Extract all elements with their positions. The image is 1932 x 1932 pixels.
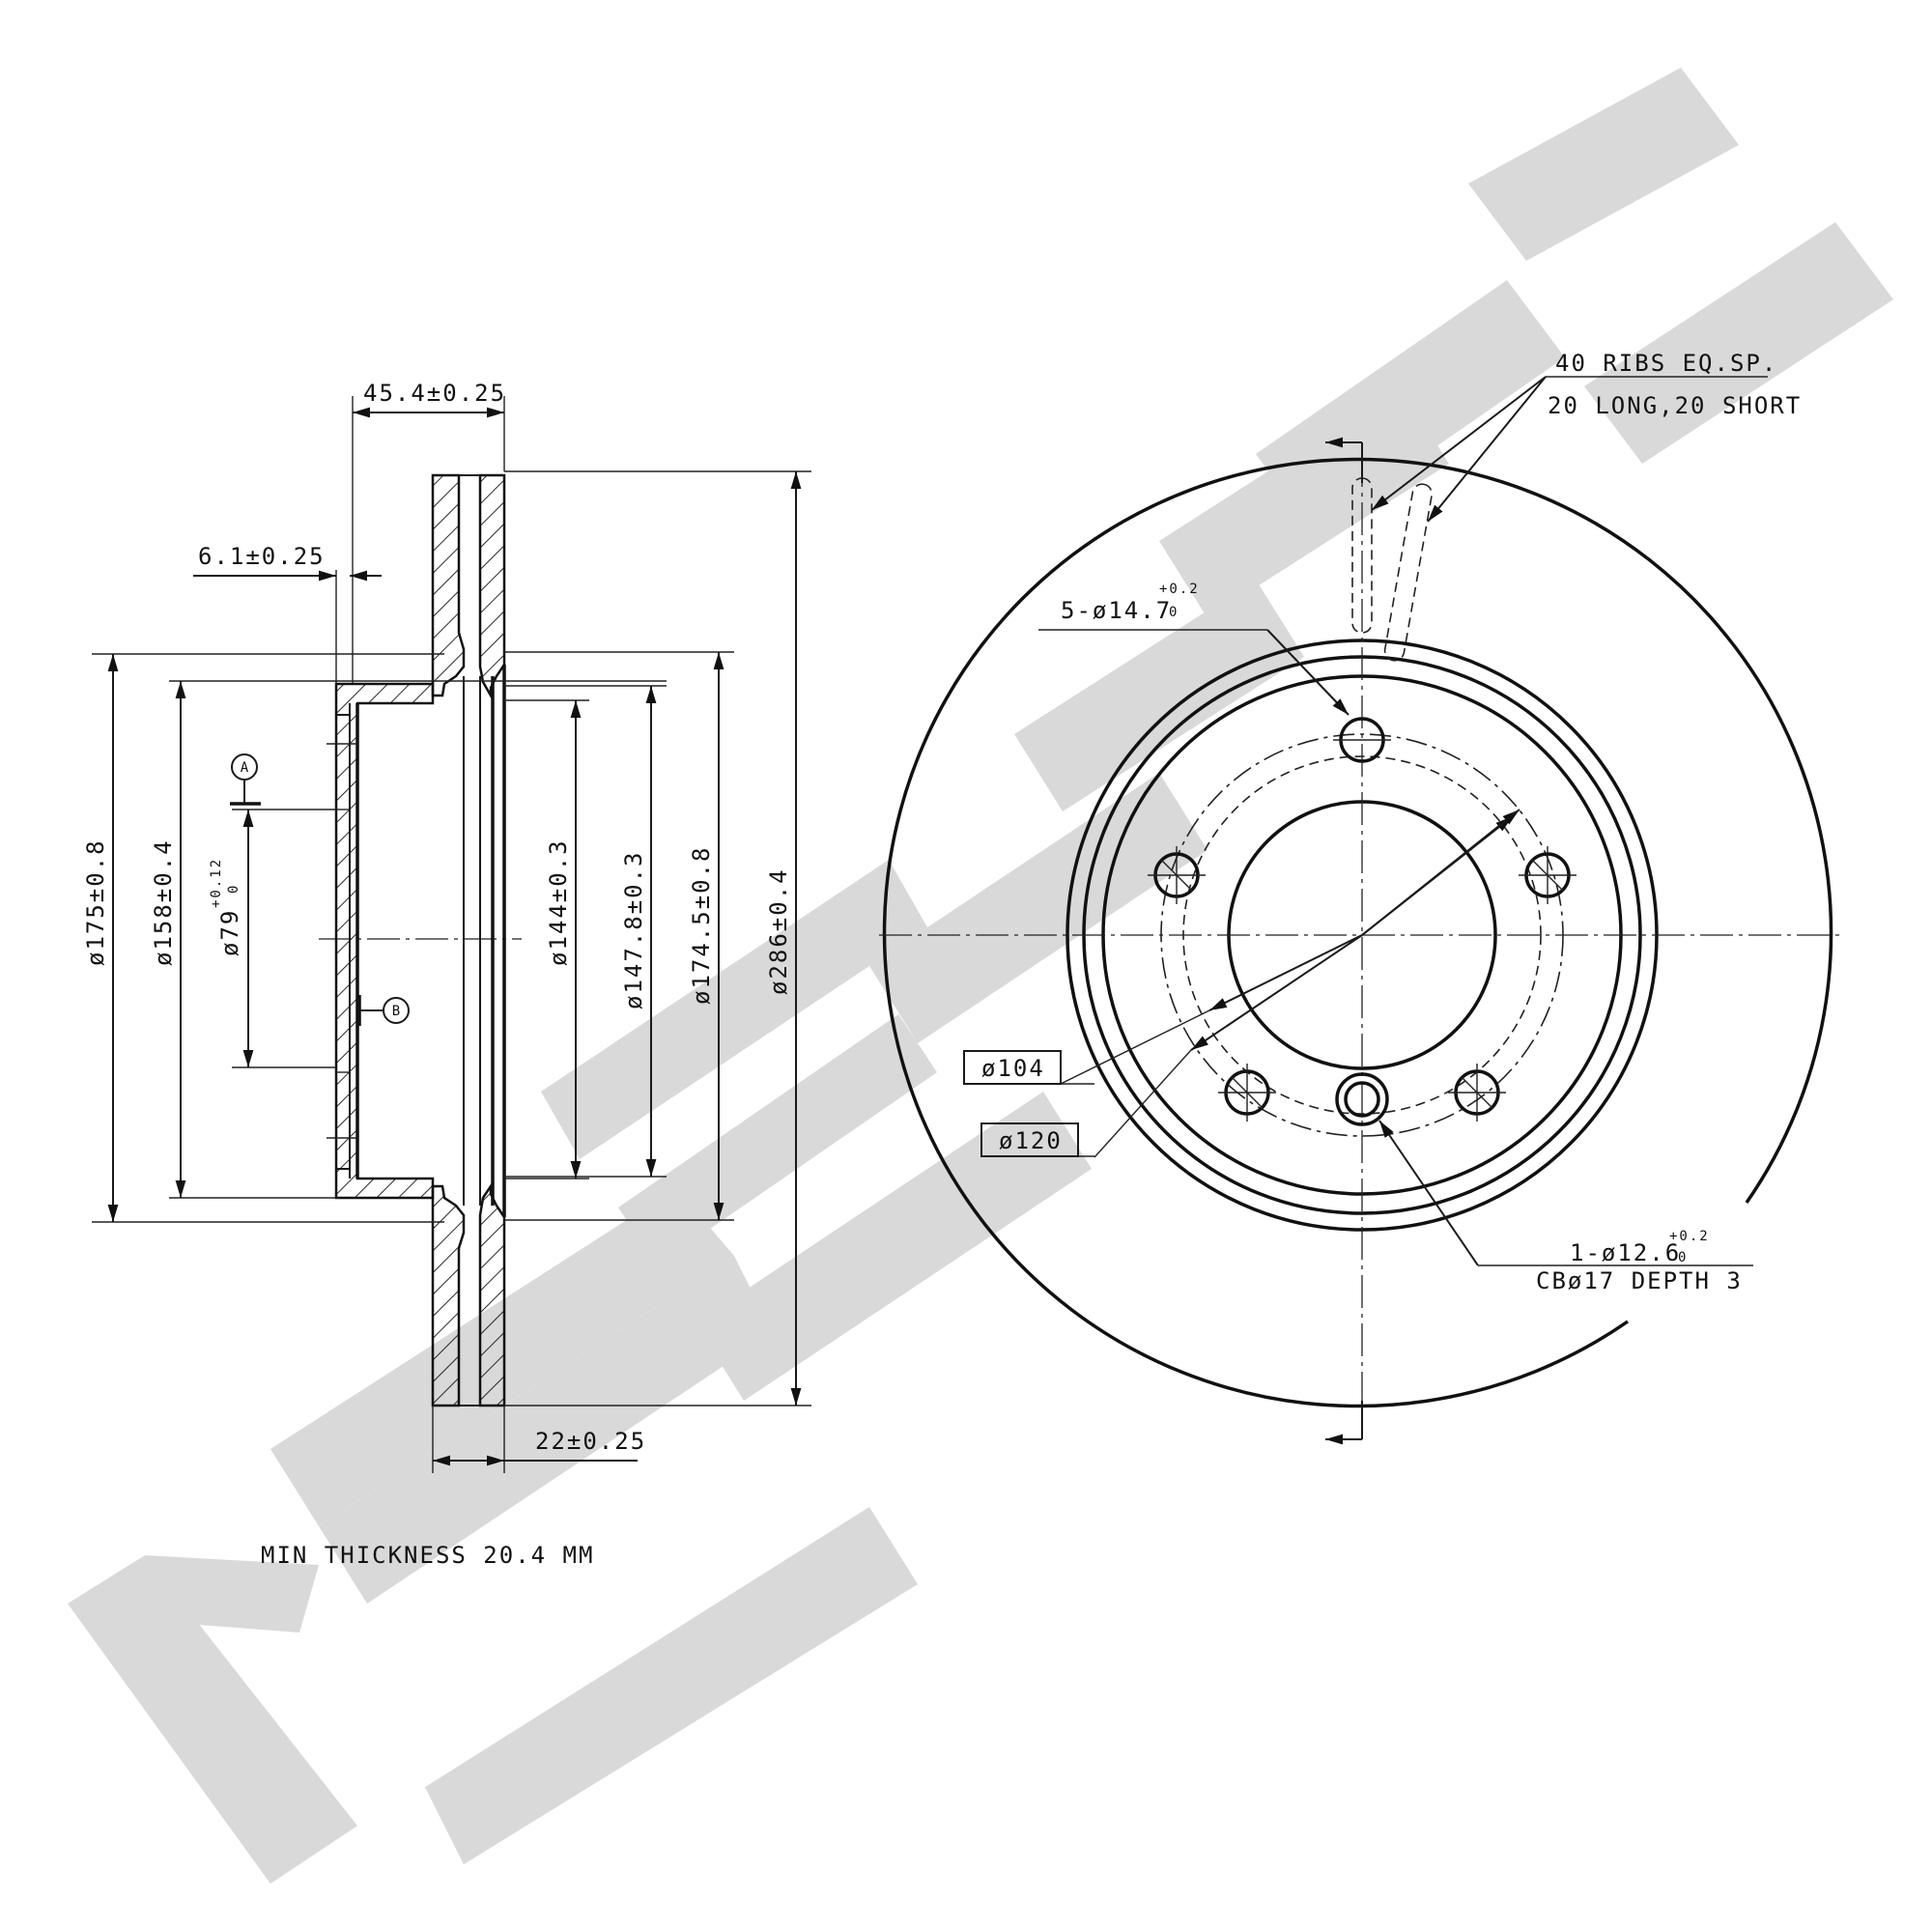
section-view: A B bbox=[92, 396, 811, 1473]
pcd-120-label: ø120 bbox=[999, 1127, 1063, 1154]
front-dimensions: 40 RIBS EQ.SP. 20 LONG,20 SHORT 5-ø14.7 … bbox=[981, 350, 1802, 1294]
bolt-holes-tol-lower: 0 bbox=[1169, 605, 1179, 620]
dia-174-5: ø174.5±0.8 bbox=[688, 846, 715, 1006]
pcd-104-box bbox=[963, 1050, 1062, 1085]
datum-b-label: B bbox=[392, 1004, 400, 1019]
min-thickness-note: MIN THICKNESS 20.4 MM bbox=[261, 1542, 594, 1569]
dia-175: ø175±0.8 bbox=[82, 838, 109, 966]
dia-158: ø158±0.4 bbox=[150, 838, 177, 966]
watermark-logo bbox=[68, 68, 1893, 1884]
friction-ring-left-lower bbox=[431, 1184, 466, 1407]
ribs-note-line2: 20 LONG,20 SHORT bbox=[1548, 392, 1802, 419]
pcd-120-box bbox=[980, 1122, 1079, 1157]
bolt-holes-tol-upper: +0.2 bbox=[1159, 582, 1200, 597]
dim-hat-thickness: 6.1±0.25 bbox=[198, 543, 326, 570]
dia-147-8: ø147.8±0.3 bbox=[620, 851, 647, 1010]
dia-79-tol-lower: 0 bbox=[226, 884, 242, 894]
datum-a-label: A bbox=[241, 760, 249, 776]
pin-hole-tol-upper: +0.2 bbox=[1669, 1229, 1710, 1244]
dia-79-tol-upper: +0.12 bbox=[209, 858, 224, 908]
rib-short bbox=[1383, 483, 1434, 662]
pin-hole-tol-lower: 0 bbox=[1678, 1250, 1688, 1265]
friction-ring-right bbox=[478, 473, 506, 700]
pcd-104-label: ø104 bbox=[981, 1055, 1045, 1082]
front-view bbox=[879, 376, 1845, 1445]
pin-hole-note-line2: CBø17 DEPTH 3 bbox=[1536, 1267, 1743, 1294]
dim-disc-thickness: 22±0.25 bbox=[535, 1428, 646, 1455]
bolt-holes bbox=[1148, 717, 1577, 1122]
friction-ring-right-lower bbox=[478, 1181, 506, 1407]
dia-144: ø144±0.3 bbox=[545, 838, 572, 966]
dim-overall-width: 45.4±0.25 bbox=[363, 380, 506, 407]
dia-286: ø286±0.4 bbox=[765, 867, 792, 995]
section-dimensions: 45.4±0.25 6.1±0.25 22±0.25 ø175±0.8 ø158… bbox=[82, 380, 792, 1569]
pin-hole-note-line1: 1-ø12.6 bbox=[1570, 1239, 1681, 1266]
ribs-note-line1: 40 RIBS EQ.SP. bbox=[1555, 350, 1777, 377]
pin-hole bbox=[1344, 1081, 1380, 1118]
rib-long bbox=[1351, 477, 1373, 634]
bolt-holes-note: 5-ø14.7 bbox=[1061, 597, 1172, 624]
disc-outer-edge bbox=[882, 457, 1833, 1408]
dia-79: ø79 bbox=[216, 909, 243, 956]
pin-hole-counterbore bbox=[1335, 1072, 1389, 1126]
friction-ring-left bbox=[431, 473, 466, 697]
